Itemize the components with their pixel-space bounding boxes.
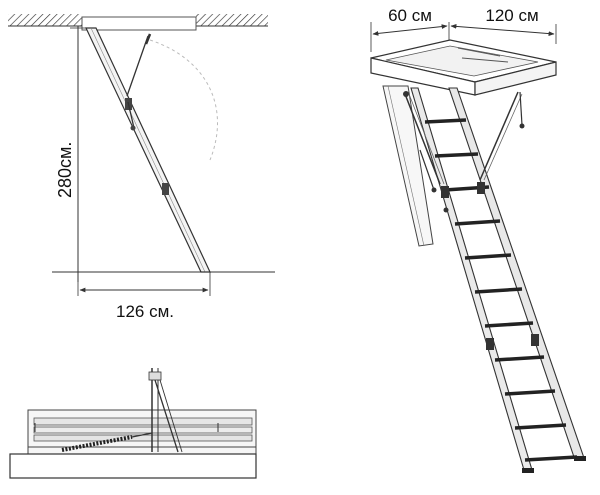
ceiling-left [8,14,82,26]
perspective-view: 60 см 120 см [370,6,586,473]
height-label: 280см. [55,142,75,198]
swing-arc [149,39,218,161]
hatch-width-dimension [372,24,448,36]
hatch-length-label: 120 см [485,6,538,25]
ceiling-right [196,14,268,26]
side-view: 280см. 126 см. [8,14,275,321]
ladder-3d [403,87,586,473]
hatch-width-label: 60 см [388,6,432,25]
folded-base [9,453,257,479]
folded-view [9,368,257,479]
span-label: 126 см. [116,302,174,321]
hatch-length-dimension [450,24,555,36]
ladder-side-profile [85,27,211,273]
hatch-opening [81,16,197,31]
